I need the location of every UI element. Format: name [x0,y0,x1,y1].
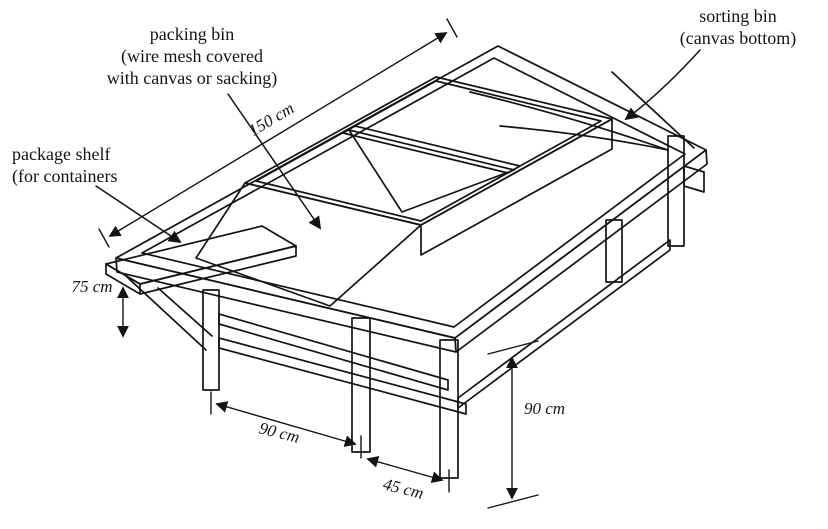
tabletop-right-side-face [454,149,708,353]
package-shelf-arrow [95,185,182,244]
package-shelf-label-line1: package shelf [12,144,110,164]
dim-table-height-ticks [487,340,539,509]
table-linework [105,45,708,479]
table-leg-left [202,289,220,391]
labels: packing bin (wire mesh covered with canv… [12,6,796,503]
tabletop-outer-frame [115,45,707,339]
packing-bin-front-wall [420,118,613,256]
table-leg-front-right [439,339,459,479]
packing-bin-arrow [227,93,322,230]
dim-span-side-text: 45 cm [381,474,425,502]
packing-bin-deflector-panel [348,129,515,213]
dim-length-ticks [98,18,458,248]
rail-upper [218,313,449,391]
dim-span-front-ticks [210,391,362,459]
dim-shelf-height-text: 75 cm [71,277,112,296]
rail-lower [218,337,467,415]
tabletop-left-side-face [115,257,457,353]
package-shelf-edge [105,245,297,295]
dim-length-text: 150 cm [245,98,297,140]
table-leg-back-middle [605,219,623,283]
packing-bin-hopper-chute [195,182,422,307]
sorting-bin-label-line2: (canvas bottom) [680,28,796,49]
packing-bin-label-line2: (wire mesh covered [121,46,263,67]
dim-span-front-line [215,401,357,447]
packing-bin-label-line3: with canvas or sacking) [107,68,277,89]
dim-span-side-line [366,456,444,483]
dim-span-front-text: 90 cm [257,418,301,446]
dimension-lines [98,18,539,509]
sorting-bin-arrow [624,49,701,121]
sorting-bin-label-line1: sorting bin [699,6,777,26]
dim-table-height-text: 90 cm [524,399,565,418]
dim-length-line [108,32,448,237]
rail-right [457,239,671,409]
right-end-bracket [683,165,705,193]
table-leg-back-right [667,135,685,247]
label-arrows [95,49,701,244]
package-shelf-label-line2: (for containers [12,166,117,187]
packing-bin-label-line1: packing bin [150,24,234,44]
